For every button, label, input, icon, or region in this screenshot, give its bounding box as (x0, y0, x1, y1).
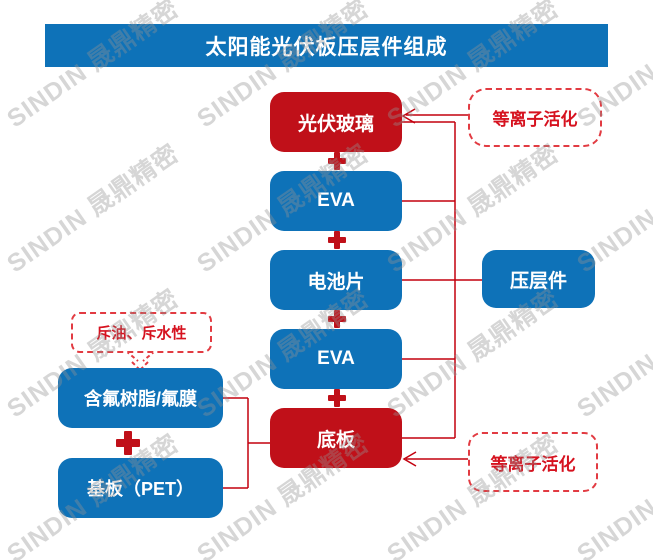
node-fluoro-film: 含氟树脂/氟膜 (58, 368, 223, 428)
laminate-bracket (402, 121, 482, 439)
node-pet-substrate: 基板（PET） (58, 458, 223, 518)
note-plasma-activation-bottom: 等离子活化 (468, 432, 598, 492)
node-eva-bottom: EVA (270, 329, 402, 389)
node-eva-top: EVA (270, 171, 402, 231)
watermark-text: SINDIN 晟鼎精密 (2, 139, 185, 279)
plus-icon (328, 310, 346, 328)
plus-icon (328, 389, 346, 407)
note-plasma-activation-top: 等离子活化 (468, 88, 602, 147)
watermark-text: SINDIN 晟鼎精密 (2, 0, 185, 134)
node-laminate: 压层件 (482, 250, 595, 308)
node-cell: 电池片 (270, 250, 402, 310)
backsheet-bracket (223, 397, 270, 489)
arrow-plasma-bottom (402, 451, 468, 467)
plus-icon (328, 152, 346, 170)
plus-icon (116, 431, 140, 455)
plus-icon (328, 231, 346, 249)
diagram-title-bar: 太阳能光伏板压层件组成 (45, 24, 608, 67)
node-pv-glass: 光伏玻璃 (270, 92, 402, 152)
node-backsheet: 底板 (270, 408, 402, 468)
arrow-plasma-top (401, 108, 468, 124)
page-title: 太阳能光伏板压层件组成 (205, 35, 448, 59)
note-oil-water-repellency: 斥油、斥水性 (71, 312, 212, 353)
